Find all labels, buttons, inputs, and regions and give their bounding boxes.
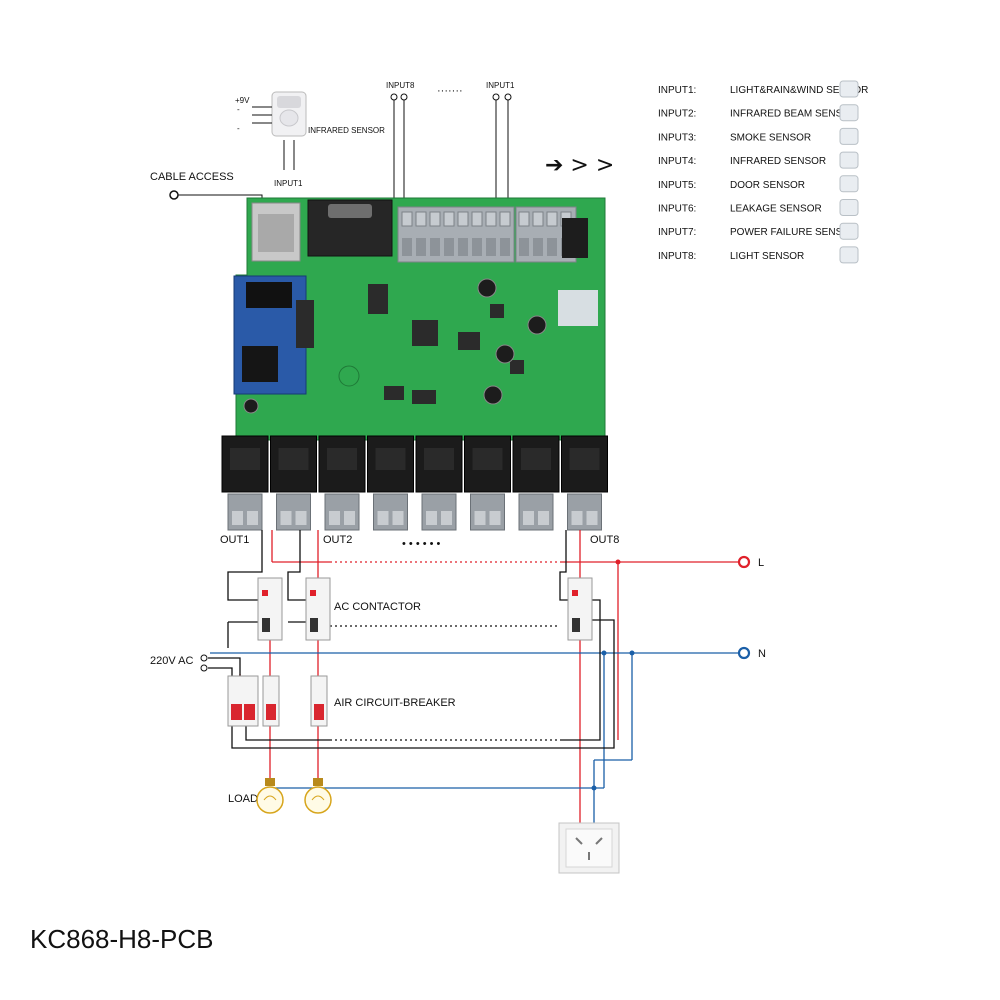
input-list-item: INPUT2: INFRARED BEAM SENSOR [658,104,859,122]
relay-4 [367,435,414,493]
input-sensor-name: INFRARED SENSOR [730,156,826,167]
power-failure-icon [839,222,859,240]
relay-5 [415,435,463,493]
relay-1 [221,435,269,493]
out8-label: OUT8 [590,534,619,546]
ac-contactor-label: AC CONTACTOR [334,601,421,613]
output-terminal-5 [421,493,457,531]
output-terminal-1 [227,493,263,531]
output-dots: • • • • • • [402,538,441,550]
leak-sensor-icon [839,199,859,216]
input-terminal-block [397,206,515,263]
out1-label: OUT1 [220,534,249,546]
input-key: INPUT5: [658,180,696,191]
air-breaker-label: AIR CIRCUIT-BREAKER [334,697,456,709]
relay-3 [318,435,366,493]
input-list-item: INPUT4: INFRARED SENSOR [658,151,859,169]
load-label: LOAD [228,793,258,805]
input8-label: INPUT8 [386,81,415,90]
output-terminal-6 [470,493,505,531]
input-key: INPUT7: [658,227,696,238]
relay-7 [512,435,560,493]
input-sensor-name: POWER FAILURE SENSOR [730,227,857,238]
door-sensor-icon [839,175,859,193]
input-sensor-name: SMOKE SENSOR [730,132,811,143]
light-bulb-icon [256,778,284,814]
ac-contactor-1 [257,577,283,641]
v220-label: 220V AC [150,655,193,667]
cable-access-terminal [169,190,179,200]
input-key: INPUT8: [658,251,696,262]
input-key: INPUT3: [658,132,696,143]
light-sensor-icon [839,246,859,264]
input-sensor-name: LIGHT SENSOR [730,251,804,262]
input-list-item: INPUT3: SMOKE SENSOR [658,127,859,145]
main-circuit-breaker [227,675,259,727]
output-terminal-3 [324,493,360,531]
input-dots: ······· [437,85,463,97]
plus9v-label: +9V [235,96,250,105]
beam-sensor-icon [839,104,859,122]
relay-2 [270,435,317,493]
input-list-item: INPUT6: LEAKAGE SENSOR [658,199,859,216]
ac-contactor-8 [567,577,593,641]
output-terminal-7 [518,493,554,531]
input-list-item: INPUT1: LIGHT&RAIN&WIND SENSOR [658,80,868,98]
arrow-indicator: ➔ > > [545,153,614,178]
neutral-label: N [758,648,766,660]
pcb-board [221,197,608,531]
input1-label: INPUT1 [486,81,515,90]
input-sensor-name: INFRARED BEAM SENSOR [730,109,857,120]
output-terminal-2 [276,493,311,531]
wall-socket-icon [558,822,620,874]
input-sensor-name: LIGHT&RAIN&WIND SENSOR [730,85,868,96]
pir-sensor-icon [839,151,859,169]
relay-6 [464,435,511,493]
circuit-breaker-1 [262,675,280,727]
page-title: KC868-H8-PCB [30,924,214,954]
output-terminal-8 [567,493,602,531]
input-list-item: INPUT7: POWER FAILURE SENSOR [658,222,859,240]
input-list-item: INPUT8: LIGHT SENSOR [658,246,859,264]
smoke-detector-icon [839,127,859,145]
live-terminal [737,555,751,569]
light-bulb-icon [304,778,332,814]
pir-sensor-illustration [271,91,307,137]
live-label: L [758,557,764,569]
infrared-sensor-label: INFRARED SENSOR [308,126,385,135]
input-key: INPUT1: [658,85,696,96]
output-terminal-4 [373,493,408,531]
out2-label: OUT2 [323,534,352,546]
input-key: INPUT4: [658,156,696,167]
relay-8 [561,435,608,493]
neutral-terminal [737,646,751,660]
weather-station-icon [839,80,859,98]
input-key: INPUT6: [658,204,696,215]
input-sensor-name: LEAKAGE SENSOR [730,204,822,215]
cable-access-label: CABLE ACCESS [150,171,234,183]
input-key: INPUT2: [658,109,696,120]
input-sensor-list: INPUT1: LIGHT&RAIN&WIND SENSOR INPUT2: INFR… [658,80,868,264]
minus-label-1: - [237,105,240,114]
sensor-input-label: INPUT1 [274,179,303,188]
wiring [208,530,740,825]
minus-label-2: - [237,124,240,133]
input-sensor-name: DOOR SENSOR [730,180,805,191]
ac-contactor-2 [305,577,331,641]
input-list-item: INPUT5: DOOR SENSOR [658,175,859,193]
circuit-breaker-2 [310,675,328,727]
